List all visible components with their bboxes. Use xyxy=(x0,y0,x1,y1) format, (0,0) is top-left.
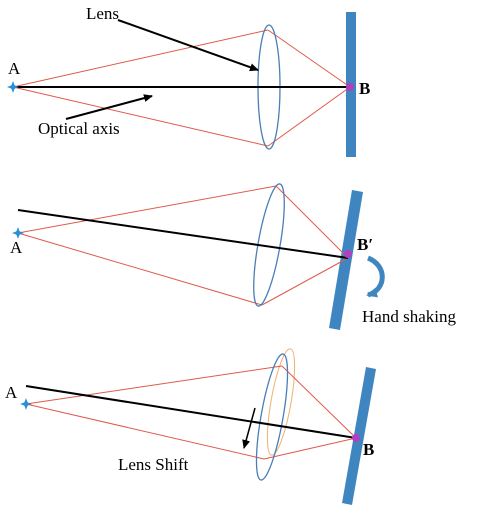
optical-axis-line xyxy=(25,385,357,439)
panel-2: A B′ Hand shaking xyxy=(10,183,456,330)
hand-shaking-label: Hand shaking xyxy=(362,307,456,326)
lens-shifted xyxy=(255,353,289,481)
light-rays xyxy=(12,29,351,147)
point-icon xyxy=(346,83,354,91)
optical-axis-label: Optical axis xyxy=(38,119,120,138)
lens-shift-label: Lens Shift xyxy=(118,455,189,474)
source-label: A xyxy=(10,238,23,257)
optical-axis-line xyxy=(17,209,349,259)
point-icon xyxy=(344,250,352,258)
point-icon xyxy=(352,434,360,442)
lens xyxy=(253,183,285,307)
star-icon xyxy=(12,227,24,239)
image-label: B xyxy=(359,79,370,98)
source-label: A xyxy=(5,383,18,402)
star-icon xyxy=(7,81,19,93)
star-icon xyxy=(20,398,32,410)
image-label: B xyxy=(363,440,374,459)
axis-pointer-arrow xyxy=(65,94,153,120)
lens-previous-position xyxy=(266,348,296,456)
light-rays xyxy=(25,365,357,460)
source-label: A xyxy=(8,59,21,78)
panel-3: A B Lens Shift xyxy=(5,348,376,505)
lens-label: Lens xyxy=(86,4,119,23)
sensor-plate-tilted xyxy=(329,190,363,330)
light-rays xyxy=(17,185,349,306)
curved-arrow-icon xyxy=(366,255,385,298)
lens-shift-arrow xyxy=(242,407,256,449)
lens-pointer-arrow xyxy=(117,19,259,72)
panel-1: Lens A B Optical axis xyxy=(7,4,370,157)
image-label: B′ xyxy=(357,235,373,254)
